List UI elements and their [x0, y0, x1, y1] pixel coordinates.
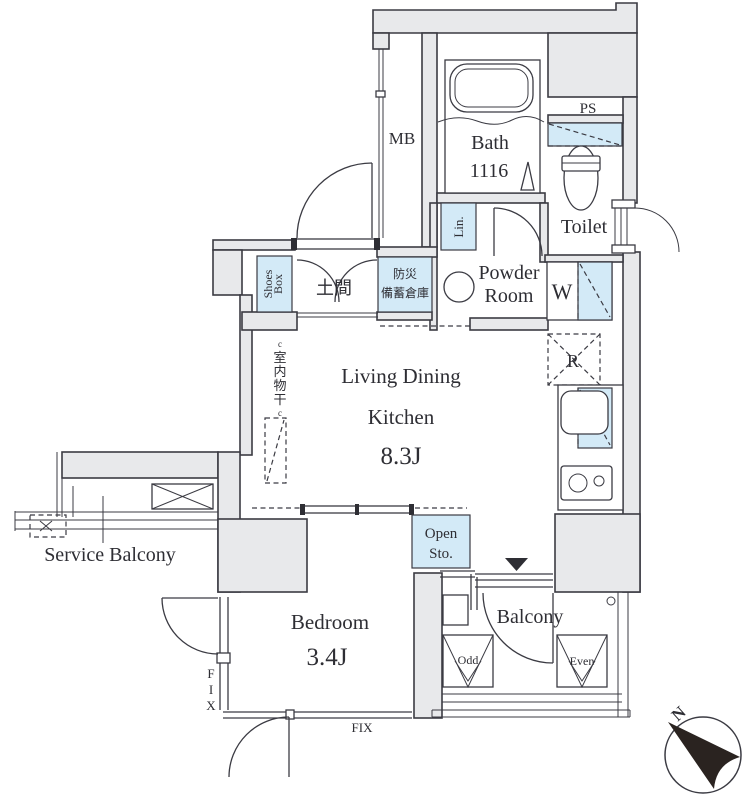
disaster-storage-label-1: 防災 [393, 266, 417, 281]
wall-top-left-notch [372, 32, 390, 50]
svg-text:c: c [278, 339, 282, 349]
doma-arc-right [334, 259, 378, 303]
drain-icon [606, 596, 616, 606]
svg-text:F: F [207, 666, 214, 681]
balcony-details [431, 573, 631, 718]
walls [61, 2, 641, 719]
svg-text:X: X [206, 698, 216, 713]
ps-label: PS [580, 101, 597, 117]
bath-size-label: 1116 [470, 160, 509, 182]
bath-door-wedge [520, 161, 535, 191]
wall-powder-bottom [469, 317, 549, 331]
linen-label: Lin. [451, 216, 466, 237]
shoes-box-label-1: Shoes [261, 269, 275, 298]
corridor-door [611, 199, 680, 254]
shoes-box-label-2: Box [271, 274, 285, 294]
entrance-door-arc [296, 162, 373, 239]
toilet-door-arc [493, 207, 543, 257]
kitchen [546, 261, 624, 511]
doma-arc-left [296, 259, 340, 303]
linen-closet [440, 202, 477, 251]
shoes-box [256, 255, 293, 313]
bedroom-area-label: 3.4J [307, 644, 348, 671]
ac-unit-pad [442, 594, 469, 626]
doma-label: 土間 [316, 278, 352, 298]
powder-room-label-2: Room [485, 285, 534, 307]
powder-room [380, 202, 543, 327]
svg-text:内: 内 [273, 364, 286, 379]
wall-entry-pillar [212, 249, 243, 296]
wall-toilet-bottom [544, 254, 624, 263]
partition-marker [29, 514, 67, 538]
wall-storage-top [376, 246, 438, 258]
mb-label: MB [389, 129, 415, 148]
wall-bath-bottom [436, 192, 546, 204]
wall-storage-bottom [376, 311, 433, 321]
ldk-details [252, 417, 528, 578]
open-storage-box [411, 514, 471, 569]
svg-text:室: 室 [273, 350, 286, 365]
entrance-area [256, 162, 433, 318]
evacuation-hatch-odd [442, 634, 494, 689]
washbasin-icon [443, 271, 475, 303]
wall-ldk-left-thin [239, 294, 253, 456]
bath-label: Bath [471, 132, 509, 154]
exterior-door-arc-lower [228, 716, 290, 778]
svg-text:干: 干 [273, 392, 286, 407]
bedroom-label: Bedroom [291, 610, 369, 634]
indoor-drying-label: c 室 内 物 干 c [273, 339, 286, 418]
north-needle-icon [668, 722, 740, 789]
refrigerator-label: R [567, 351, 579, 371]
svg-text:c: c [278, 408, 282, 418]
svg-text:物: 物 [273, 378, 286, 393]
open-storage-label-1: Open [425, 526, 458, 542]
powder-room-label-1: Powder [478, 262, 539, 284]
fix-window-mullion [216, 652, 231, 664]
wall-below-shoes [241, 311, 298, 331]
bathtub-wave [437, 116, 545, 125]
wall-top-bar [372, 2, 638, 34]
compass [664, 716, 742, 794]
wall-ps-block [547, 32, 638, 98]
service-balcony-label: Service Balcony [44, 544, 176, 566]
ldk-label-1: Living Dining [341, 364, 461, 388]
bathtub-inner [454, 68, 529, 108]
mb-partition-joint [375, 90, 386, 98]
balcony-label: Balcony [497, 606, 564, 628]
bathtub-icon [449, 63, 534, 113]
svg-text:I: I [209, 682, 213, 697]
laundry-space-dashed [264, 417, 287, 484]
bath-room [437, 59, 545, 194]
wall-bedroom-balcony [413, 572, 443, 719]
hatch-even-label: Even [570, 654, 595, 668]
service-balcony [14, 452, 218, 543]
wall-kitchen-bottom [554, 513, 641, 593]
hatch-odd-label: Odd [458, 653, 479, 667]
meter-box-area [375, 49, 386, 238]
wall-entry-top-band [212, 239, 296, 251]
ldk-area-label: 8.3J [381, 443, 422, 470]
fix-window-side-label: F I X [206, 666, 216, 713]
evacuation-hatch-even [556, 634, 608, 689]
bath-unit-outline [444, 59, 541, 194]
exterior-door-arc-upper [161, 597, 219, 655]
bedroom-details [161, 597, 412, 778]
disaster-storage-label-2: 備蓄倉庫 [381, 285, 429, 300]
balcony-door-arc [482, 592, 554, 664]
ldk-label-2: Kitchen [368, 405, 435, 429]
disaster-storage-box [377, 256, 433, 313]
wall-ldk-bedroom-chunk [217, 518, 308, 593]
balcony-direction-triangle [505, 558, 528, 571]
fix-window-bottom-label: FIX [352, 720, 374, 735]
wall-service-balcony-top [61, 451, 219, 479]
entrance-threshold [294, 238, 378, 250]
open-storage-label-2: Sto. [429, 546, 453, 562]
washer-label: W [552, 279, 573, 304]
sink-icon [560, 390, 609, 435]
wall-powder-toilet [539, 202, 549, 263]
toilet-room [547, 122, 623, 211]
toilet-label: Toilet [561, 216, 608, 238]
wall-right-upper [622, 96, 638, 204]
corridor-door-arc [634, 207, 680, 253]
